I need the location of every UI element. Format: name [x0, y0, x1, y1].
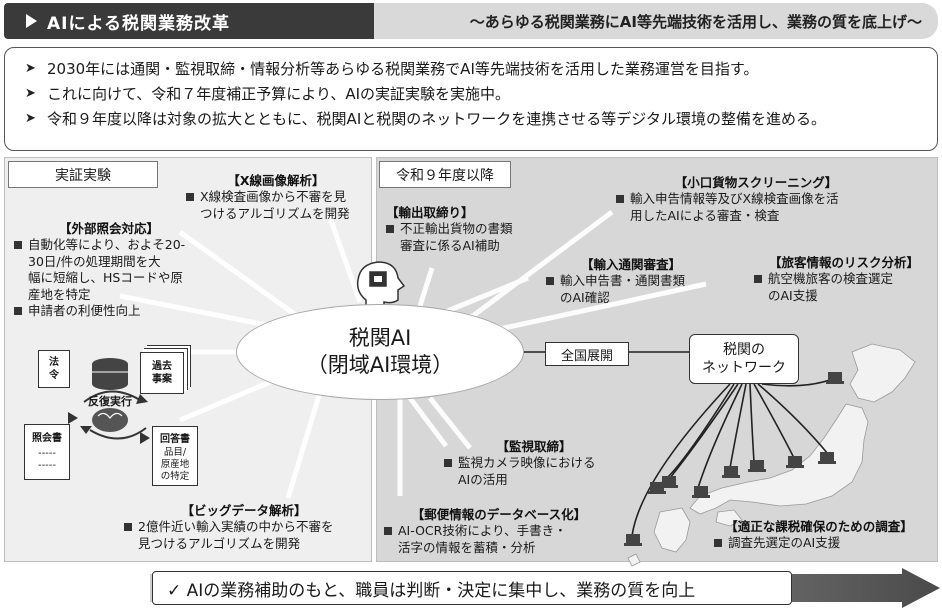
header-title: AIによる税関業務改革: [47, 13, 230, 34]
inquiry-doc: 照会書 ----- -----: [24, 424, 70, 480]
reply-doc: 回答書 品目/ 原産地 の特定: [152, 426, 198, 486]
chevron-right-icon: ➤: [25, 61, 36, 76]
bullet-square-icon: [14, 307, 22, 315]
bullet-square-icon: [444, 459, 452, 467]
traveler-heading: 【旅客情報のリスク分析】: [768, 255, 919, 270]
surveillance-block: 【監視取締】 監視カメラ映像における AIの活用: [444, 436, 624, 488]
bullet-square-icon: [546, 277, 554, 285]
export-control-block: 【輸出取締り】 不正輸出貨物の書類 審査に係るAI補助: [386, 202, 536, 254]
bullet-square-icon: [616, 195, 624, 203]
external-heading: 【外部照会対応】: [58, 221, 159, 236]
ai-head-icon: [356, 261, 406, 316]
tax-heading: 【適正な課税確保のための調査】: [725, 519, 913, 534]
repeat-loop-diagram: [68, 358, 150, 444]
japan-map: [627, 343, 916, 567]
bullet-square-icon: [124, 523, 132, 531]
bigdata-heading: 【ビッグデータ解析】: [181, 503, 307, 518]
small-parcel-heading: 【小口貨物スクリーニング】: [674, 175, 838, 190]
header-subtitle: ～あらゆる税関業務にAI等先端技術を活用し、業務の質を底上げ～: [469, 12, 922, 31]
postal-heading: 【郵便情報のデータベース化】: [411, 507, 587, 522]
repeat-label: 反復実行: [88, 395, 132, 408]
chevron-right-icon: ➤: [25, 111, 36, 126]
import-heading: 【輸入通関審査】: [580, 257, 681, 272]
bullet-square-icon: [714, 539, 722, 547]
summary-item: ➤令和９年度以降は対象の拡大とともに、税関AIと税関のネットワークを連携させる等…: [25, 110, 826, 128]
external-inquiry-block: 【外部照会対応】 自動化等により、およそ20- 30日/件の処理期間を大 幅に短…: [14, 218, 204, 320]
demo-tab: 実証実験: [8, 161, 158, 188]
tax-investigation-block: 【適正な課税確保のための調査】 調査先選定のAI支援: [714, 516, 924, 552]
bullet-square-icon: [384, 527, 392, 535]
small-parcel-block: 【小口貨物スクリーニング】 輸入申告情報等及びX線検査画像を活 用したAIによる…: [616, 172, 896, 224]
bottom-conclusion: ✓ AIの業務補助のもと、職員は判断・決定に集中し、業務の質を向上: [152, 571, 792, 605]
summary-item: ➤これに向けて、令和７年度補正予算により、AIの実証実験を実施中。: [25, 85, 511, 103]
postal-database-block: 【郵便情報のデータベース化】 AI-OCR技術により、手書き・ 活字の情報を蓄積…: [384, 504, 614, 556]
export-heading: 【輸出取締り】: [386, 205, 474, 220]
bigdata-block: 【ビッグデータ解析】 2億件近い輸入実績の中から不審を 見つけるアルゴリズムを開…: [124, 500, 364, 552]
header-title-bar: AIによる税関業務改革: [4, 3, 386, 39]
surveillance-heading: 【監視取締】: [496, 439, 572, 454]
bullet-square-icon: [186, 193, 194, 201]
header-subtitle-bar: ～あらゆる税関業務にAI等先端技術を活用し、業務の質を底上げ～: [374, 3, 938, 39]
summary-item: ➤2030年には通関・監視取締・情報分析等あらゆる税関業務でAI等先端技術を活用…: [25, 60, 759, 78]
play-triangle-icon: [26, 14, 37, 28]
past-cases-doc: 過去 事案: [140, 352, 184, 394]
law-doc: 法 令: [38, 350, 70, 388]
center-subtitle: （閉域AI環境）: [306, 353, 454, 377]
customs-network-box: 税関の ネットワーク: [689, 334, 799, 384]
bullet-square-icon: [14, 241, 22, 249]
summary-box: ➤2030年には通関・監視取締・情報分析等あらゆる税関業務でAI等先端技術を活用…: [4, 47, 938, 151]
laptop-icons: [624, 372, 844, 546]
bullet-square-icon: [754, 275, 762, 283]
nationwide-rollout-label: 全国展開: [545, 342, 629, 366]
traveler-risk-block: 【旅客情報のリスク分析】 航空機旅客の検査選定 のAI支援: [754, 252, 934, 304]
import-clearance-block: 【輸入通関審査】 輸入申告書・通関書類 のAI確認: [546, 254, 716, 306]
customs-ai-core: 税関AI （閉域AI環境）: [236, 304, 524, 400]
future-tab: 令和９年度以降: [379, 161, 511, 188]
xray-heading: 【X線画像解析】: [227, 173, 325, 188]
chevron-right-icon: ➤: [25, 86, 36, 101]
xray-analysis-block: 【X線画像解析】 X線検査画像から不審を見 つけるアルゴリズムを開発: [186, 170, 366, 222]
center-title: 税関AI: [348, 326, 412, 350]
bullet-square-icon: [386, 225, 394, 233]
